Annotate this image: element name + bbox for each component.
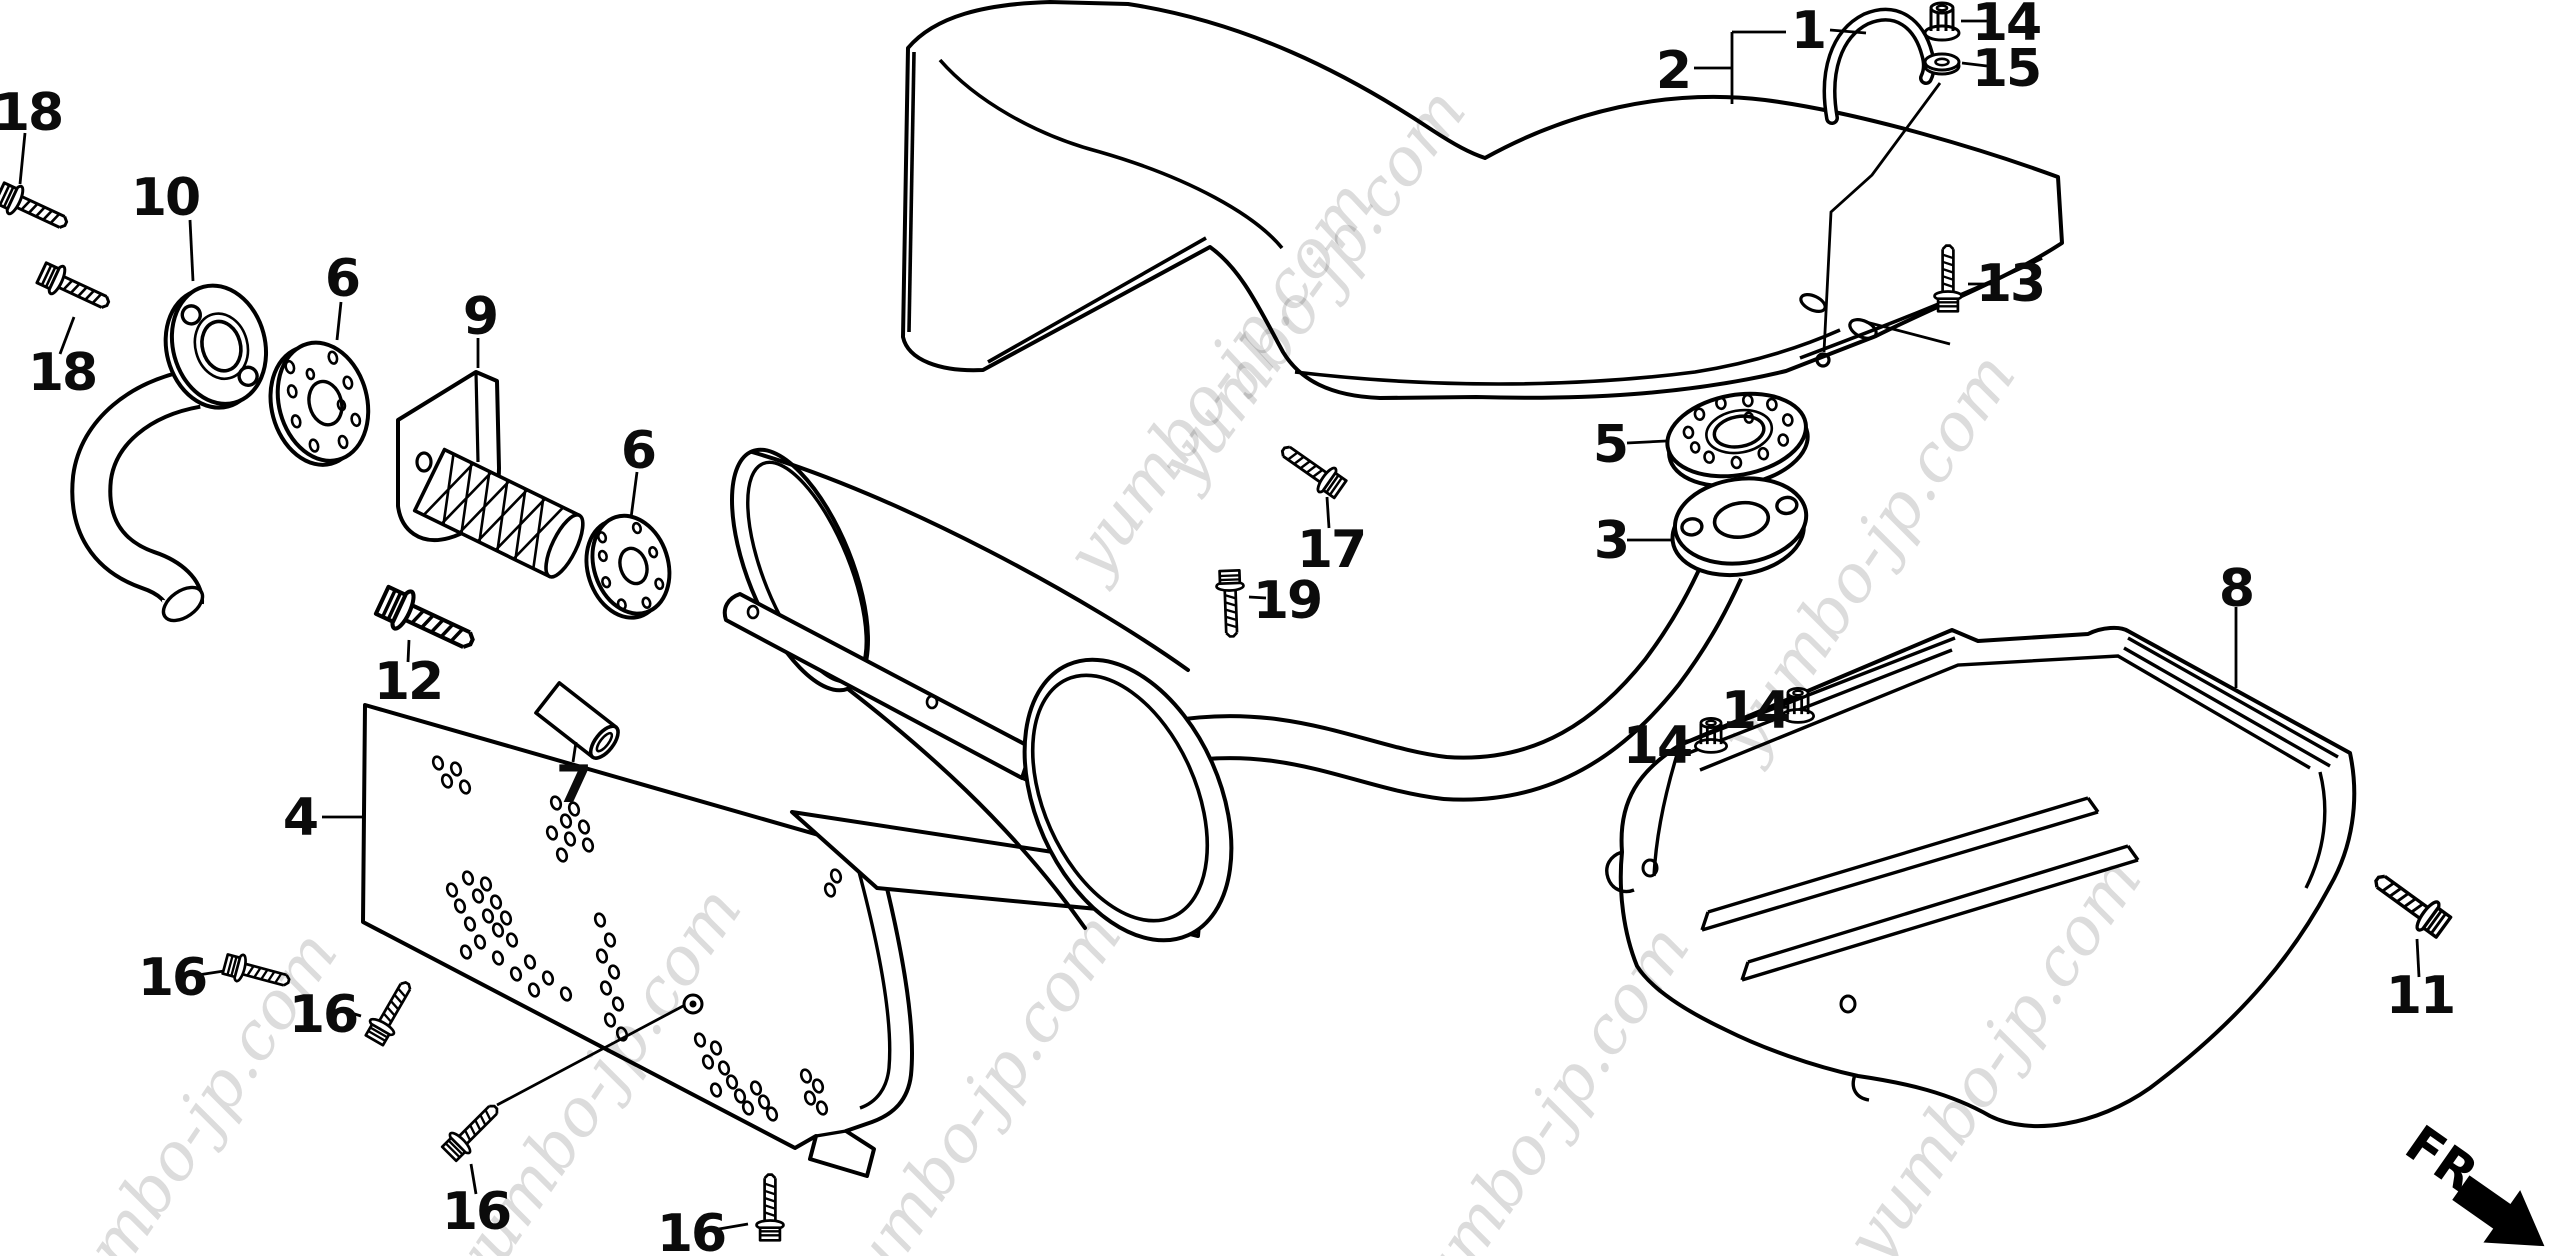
- callout-6b: 6: [621, 421, 655, 481]
- flange-bolt-part11: [2365, 863, 2455, 943]
- fr-indicator: FR.: [2395, 1114, 2545, 1247]
- callout-16b: 16: [289, 985, 357, 1045]
- washer-part15: [1923, 52, 1961, 76]
- flange-bolt-part16b: [361, 975, 421, 1049]
- callout-5: 5: [1593, 415, 1627, 475]
- lower-cover-part8: [1605, 625, 2357, 1129]
- flange-bolt-part17: [1273, 436, 1350, 503]
- callout-9: 9: [463, 287, 497, 347]
- shield-perforations: [431, 755, 843, 1122]
- muffler-cover-part2: [901, 0, 2064, 400]
- callout-14b: 14: [1721, 681, 1789, 741]
- pipe-flange-part3: [1670, 476, 1809, 578]
- inlet-pipe: [74, 371, 201, 604]
- callout-1: 1: [1791, 1, 1825, 61]
- callout-17: 17: [1297, 520, 1365, 580]
- callout-19: 19: [1253, 571, 1321, 631]
- diffuser-bracket-part9: [396, 370, 585, 579]
- cap-nut-part14-top: [1923, 1, 1961, 42]
- muffler-body: [722, 447, 1743, 943]
- callout-13: 13: [1976, 254, 2044, 314]
- flange-bolt-part16c: [438, 1096, 507, 1165]
- collar-part7: [534, 681, 620, 760]
- outlet-pipe: [1168, 562, 1740, 798]
- callout-14a: 14: [1972, 0, 2040, 53]
- callout-6a: 6: [325, 249, 359, 309]
- callout-labels: 18 18 10 6 9 6 12 7 4 16 16 16 16 2 1 14…: [0, 0, 2456, 1256]
- callout-8: 8: [2219, 559, 2253, 619]
- flange-bolt-part18b: [33, 257, 116, 319]
- exhaust-gasket-part5: [1665, 391, 1810, 489]
- gasket-part6b: [584, 513, 672, 620]
- callout-14c: 14: [1623, 716, 1691, 776]
- leader-lines: [18, 19, 2421, 1232]
- callout-16c: 16: [442, 1182, 510, 1242]
- callout-4: 4: [283, 788, 317, 848]
- callout-16a: 16: [138, 948, 206, 1008]
- fr-arrow-icon: [2452, 1175, 2545, 1247]
- flange-bolt-part12: [374, 582, 480, 660]
- inlet-joint-part10: [70, 283, 269, 623]
- flange-bolt-part18a: [0, 177, 74, 239]
- callout-15: 15: [1972, 39, 2040, 99]
- callout-7: 7: [556, 755, 590, 815]
- callout-12: 12: [374, 652, 442, 712]
- callout-18a: 18: [0, 83, 62, 143]
- callout-10: 10: [131, 168, 199, 228]
- callout-11: 11: [2386, 966, 2454, 1026]
- diffuser-tube: [412, 447, 585, 579]
- gasket-part6a: [268, 340, 371, 467]
- callout-18b: 18: [28, 343, 96, 403]
- flange-bolt-part16d: [755, 1173, 785, 1242]
- callout-16d: 16: [657, 1204, 725, 1256]
- callout-2: 2: [1656, 41, 1690, 101]
- callout-3: 3: [1594, 511, 1628, 571]
- watermark-text: yumbo-jp.com: [1376, 911, 1704, 1256]
- heat-shield-part4: [361, 703, 915, 1178]
- flange-bolt-part19: [1214, 568, 1247, 639]
